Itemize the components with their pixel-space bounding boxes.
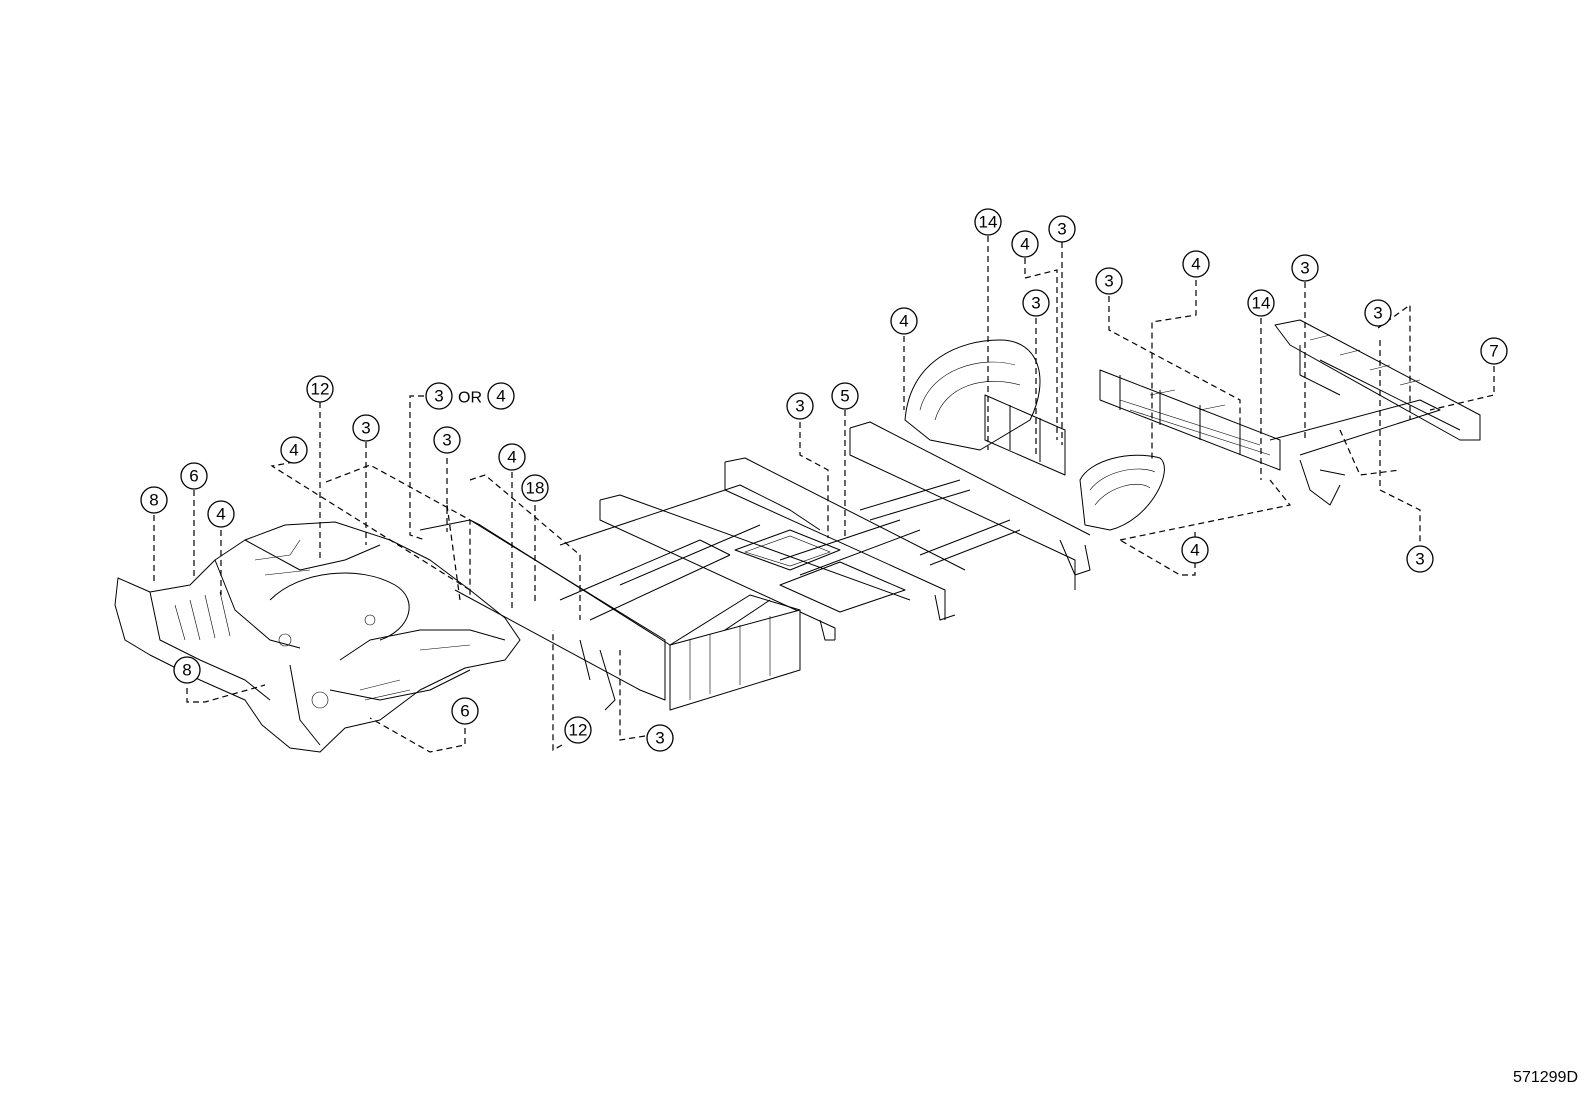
callout-3-front-f: 3 bbox=[1406, 545, 1434, 573]
svg-text:14: 14 bbox=[979, 213, 998, 232]
svg-text:3: 3 bbox=[655, 729, 664, 748]
frame-drawing bbox=[114, 319, 1481, 753]
callout-3-mid: 3 bbox=[786, 392, 814, 420]
callout-3-rear-a: 3 bbox=[352, 414, 380, 442]
svg-text:12: 12 bbox=[311, 380, 330, 399]
svg-text:3: 3 bbox=[434, 387, 443, 406]
svg-text:3: 3 bbox=[1415, 550, 1424, 569]
svg-text:4: 4 bbox=[1190, 541, 1199, 560]
callout-8-rear-a: 8 bbox=[140, 486, 168, 514]
callout-14-front-a: 14 bbox=[974, 208, 1002, 236]
callout-4-rear-a: 4 bbox=[280, 436, 308, 464]
svg-text:3: 3 bbox=[1057, 220, 1066, 239]
svg-text:12: 12 bbox=[569, 721, 588, 740]
svg-text:3: 3 bbox=[1300, 259, 1309, 278]
callout-6-rear-b: 6 bbox=[451, 697, 479, 725]
callout-12-lower: 12 bbox=[564, 716, 592, 744]
svg-text:3: 3 bbox=[361, 419, 370, 438]
svg-text:3: 3 bbox=[795, 397, 804, 416]
callout-4-front-d: 4 bbox=[1181, 536, 1209, 564]
svg-text:8: 8 bbox=[149, 491, 158, 510]
callout-3-or: 3 bbox=[425, 382, 453, 410]
svg-text:4: 4 bbox=[216, 505, 225, 524]
svg-text:4: 4 bbox=[496, 387, 505, 406]
callout-5: 5 bbox=[831, 382, 859, 410]
callout-3-rear-b: 3 bbox=[433, 426, 461, 454]
callout-4-or: 4 bbox=[487, 382, 515, 410]
callout-3-front-e: 3 bbox=[1364, 299, 1392, 327]
or-label: OR bbox=[458, 390, 482, 407]
callout-4-rear-b: 4 bbox=[498, 443, 526, 471]
svg-text:18: 18 bbox=[526, 479, 545, 498]
svg-text:7: 7 bbox=[1489, 342, 1498, 361]
svg-text:14: 14 bbox=[1252, 294, 1271, 313]
svg-text:4: 4 bbox=[899, 312, 908, 331]
callout-4-rear-c: 4 bbox=[207, 500, 235, 528]
svg-text:8: 8 bbox=[182, 661, 191, 680]
callout-12-rear: 12 bbox=[306, 375, 334, 403]
callout-3-front-c: 3 bbox=[1095, 267, 1123, 295]
svg-text:4: 4 bbox=[1191, 255, 1200, 274]
callout-18: 18 bbox=[521, 474, 549, 502]
callout-3-front-d: 3 bbox=[1291, 254, 1319, 282]
svg-text:3: 3 bbox=[1104, 272, 1113, 291]
callout-4-front-a: 4 bbox=[890, 307, 918, 335]
svg-text:5: 5 bbox=[840, 387, 849, 406]
callout-6-rear-a: 6 bbox=[180, 462, 208, 490]
svg-text:6: 6 bbox=[189, 467, 198, 486]
callout-3-front-b: 3 bbox=[1022, 289, 1050, 317]
rear-frame-section bbox=[114, 521, 521, 753]
callout-8-rear-b: 8 bbox=[173, 656, 201, 684]
svg-text:3: 3 bbox=[1373, 304, 1382, 323]
svg-text:4: 4 bbox=[289, 441, 298, 460]
svg-text:3: 3 bbox=[1031, 294, 1040, 313]
callouts: 12 3 3 OR 4 3 4 4 18 8 6 4 8 6 12 3 3 5 … bbox=[140, 208, 1508, 752]
svg-text:4: 4 bbox=[1020, 235, 1029, 254]
callout-14-front-b: 14 bbox=[1247, 289, 1275, 317]
svg-text:6: 6 bbox=[460, 702, 469, 721]
svg-text:4: 4 bbox=[507, 448, 516, 467]
callout-4-front-b: 4 bbox=[1011, 230, 1039, 258]
callout-3-lower: 3 bbox=[646, 724, 674, 752]
callout-3-front-a: 3 bbox=[1048, 215, 1076, 243]
middle-rails bbox=[419, 421, 1091, 711]
callout-4-front-c: 4 bbox=[1182, 250, 1210, 278]
callout-7: 7 bbox=[1480, 337, 1508, 365]
drawing-code-label: 571299D bbox=[1513, 1069, 1578, 1086]
front-frame-section bbox=[904, 319, 1481, 576]
svg-text:3: 3 bbox=[442, 431, 451, 450]
